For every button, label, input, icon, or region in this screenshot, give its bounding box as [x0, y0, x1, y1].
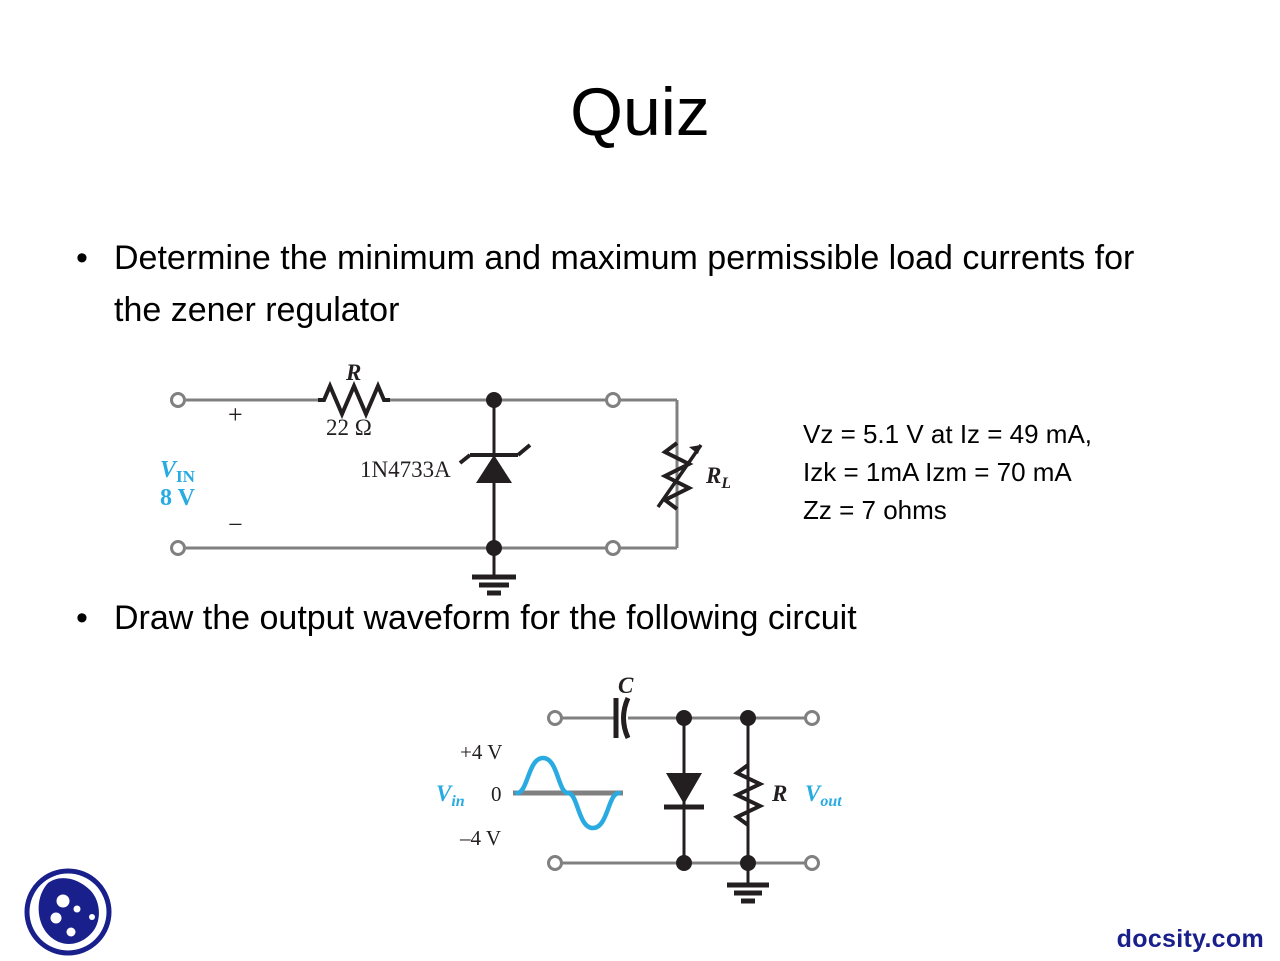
clamper-input-terminal-bottom	[547, 855, 563, 871]
capacitor-symbol	[613, 696, 631, 740]
capacitor-label: C	[618, 673, 634, 698]
bullet-item-1: • Determine the minimum and maximum perm…	[66, 232, 1156, 336]
clamper-output-terminal-top	[804, 710, 820, 726]
input-waveform-graph	[513, 755, 623, 831]
vin-label: Vin	[436, 781, 465, 810]
junction-node-top	[486, 392, 502, 408]
page-title: Quiz	[570, 74, 710, 150]
zener-diode-symbol	[458, 443, 532, 483]
input-voltage-label: VIN	[160, 457, 196, 486]
input-terminal-negative	[170, 540, 186, 556]
waveform-label-zero: 0	[491, 782, 502, 806]
diode-symbol	[664, 773, 704, 810]
waveform-label-peak-negative: –4 V	[459, 826, 501, 850]
spec-line-zz: Zz = 7 ohms	[803, 495, 947, 525]
load-resistor-label: RL	[705, 463, 730, 492]
bullet-text-2: Draw the output waveform for the followi…	[114, 599, 857, 637]
bullet-marker-icon-2: •	[76, 599, 88, 637]
resistor-label-R: R	[345, 360, 361, 385]
output-terminal-bottom	[605, 540, 621, 556]
clamper-circuit-diagram: C R Vin Vout +4 V 0 –4 V	[420, 665, 860, 910]
clamper-node-top-left	[676, 710, 692, 726]
docsity-footer-link[interactable]: docsity.com	[1116, 925, 1264, 953]
input-terminal-positive	[170, 392, 186, 408]
bullet-item-2: • Draw the output waveform for the follo…	[66, 592, 1156, 644]
zener-regulator-circuit-diagram: R 22 Ω + − VIN 8 V 1N4733A RL	[150, 355, 731, 600]
clamper-node-bottom-left	[676, 855, 692, 871]
waveform-label-peak-positive: +4 V	[460, 740, 502, 764]
resistor-value-label: 22 Ω	[326, 415, 372, 440]
spec-line-izk-izm: Izk = 1mA Izm = 70 mA	[803, 457, 1072, 487]
terminal-minus-sign: −	[228, 510, 243, 539]
terminal-plus-sign: +	[228, 400, 243, 429]
input-voltage-value: 8 V	[160, 485, 196, 511]
resistor-symbol	[732, 763, 765, 827]
clamper-node-top-right	[740, 710, 756, 726]
bullet-marker-icon: •	[76, 239, 88, 277]
clamper-input-terminal-top	[547, 710, 563, 726]
spec-line-vz: Vz = 5.1 V at Iz = 49 mA,	[803, 419, 1093, 449]
ground-symbol	[472, 548, 516, 596]
vout-label: Vout	[805, 781, 842, 810]
zener-specifications: Vz = 5.1 V at Iz = 49 mA, Izk = 1mA Izm …	[803, 415, 1092, 529]
diode-part-number-label: 1N4733A	[360, 457, 451, 482]
bullet-text-1: Determine the minimum and maximum permis…	[114, 239, 1135, 329]
resistor-label: R	[771, 781, 787, 806]
clamper-output-terminal-bottom	[804, 855, 820, 871]
docsity-logo	[22, 868, 114, 956]
output-terminal-top	[605, 392, 621, 408]
variable-resistor-symbol	[656, 441, 703, 511]
clamper-ground-symbol	[727, 863, 769, 904]
